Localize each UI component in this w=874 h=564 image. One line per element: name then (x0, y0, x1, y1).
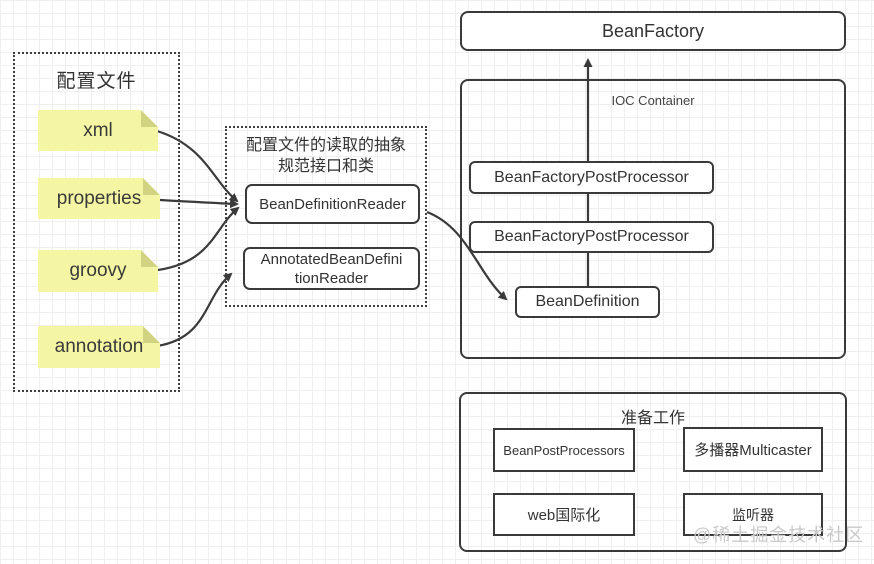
note-groovy-label: groovy (69, 260, 127, 281)
preparation-panel: 准备工作 (459, 392, 847, 552)
reader-panel-title: 配置文件的读取的抽象 规范接口和类 (227, 135, 425, 177)
bean-definition-box: BeanDefinition (515, 286, 660, 318)
listener-box: 监听器 (683, 493, 823, 536)
reader-panel-title-line2: 规范接口和类 (277, 158, 374, 175)
note-xml: xml (38, 110, 158, 151)
bean-factory-label: BeanFactory (601, 20, 705, 41)
bean-factory-post-processor-box-1: BeanFactoryPostProcessor (469, 161, 714, 194)
bean-post-processors-label: BeanPostProcessors (503, 442, 625, 458)
listener-label: 监听器 (732, 506, 774, 523)
note-xml-label: xml (83, 119, 113, 141)
ioc-container-title: IOC Container (611, 93, 695, 108)
note-annotation: annotation (38, 326, 160, 368)
bean-definition-reader-label: BeanDefinitionReader (259, 195, 406, 213)
web-i18n-box: web国际化 (493, 493, 635, 536)
annotated-bean-definition-reader-label: AnnotatedBeanDefinitionReader (260, 250, 403, 287)
bean-factory-box: BeanFactory (460, 11, 846, 51)
config-files-title: 配置文件 (56, 71, 137, 92)
bean-factory-post-processor-label-1: BeanFactoryPostProcessor (494, 168, 689, 186)
bean-factory-post-processor-box-2: BeanFactoryPostProcessor (469, 221, 714, 253)
bean-post-processors-box: BeanPostProcessors (493, 428, 635, 472)
web-i18n-label: web国际化 (527, 507, 601, 524)
bean-definition-label: BeanDefinition (535, 293, 640, 310)
note-properties: properties (38, 178, 160, 219)
multicaster-label: 多播器Multicaster (694, 442, 812, 459)
bean-definition-reader-box: BeanDefinitionReader (245, 184, 420, 224)
bean-factory-post-processor-label-2: BeanFactoryPostProcessor (494, 228, 689, 245)
note-annotation-label: annotation (54, 336, 144, 357)
reader-panel-title-line1: 配置文件的读取的抽象 (245, 137, 406, 154)
note-properties-label: properties (56, 187, 142, 209)
multicaster-box: 多播器Multicaster (683, 427, 823, 472)
annotated-bean-definition-reader-box: AnnotatedBeanDefinitionReader (243, 247, 420, 290)
note-groovy: groovy (38, 250, 158, 292)
preparation-title: 准备工作 (620, 410, 685, 427)
